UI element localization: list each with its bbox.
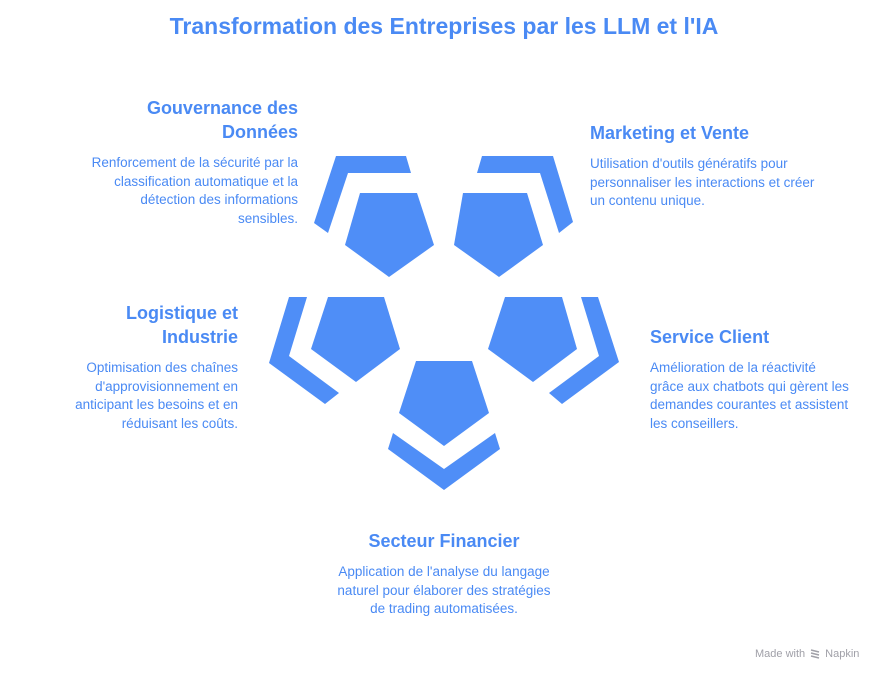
pentagon-marketing: [454, 193, 543, 277]
section-heading: Gouvernance des Données: [146, 98, 298, 142]
section-logistique: Logistique et Industrie Optimisation des…: [50, 301, 238, 433]
pentagon-service-client: [488, 297, 577, 382]
pentagon-logistique: [311, 297, 400, 382]
watermark-prefix: Made with: [755, 648, 806, 660]
section-service-client: Service Client Amélioration de la réacti…: [650, 325, 850, 433]
section-text: Utilisation d'outils génératifs pour per…: [590, 156, 815, 208]
section-text: Application de l'analyse du langage natu…: [337, 564, 551, 616]
page-title: Transformation des Entreprises par les L…: [169, 13, 719, 39]
section-gouvernance: Gouvernance des Données Renforcement de …: [80, 96, 298, 228]
section-heading: Service Client: [650, 327, 770, 347]
pentagon-finance: [399, 361, 489, 446]
watermark: Made with Napkin: [755, 648, 859, 660]
napkin-logo-icon: [810, 649, 820, 659]
section-text: Renforcement de la sécurité par la class…: [91, 155, 298, 226]
bracket-gouvernance: [314, 156, 411, 233]
section-heading: Marketing et Vente: [590, 123, 750, 143]
watermark-brand: Napkin: [825, 648, 860, 660]
bracket-logistique: [269, 297, 339, 404]
bracket-finance: [388, 433, 500, 490]
section-heading: Logistique et Industrie: [126, 303, 238, 347]
section-text: Optimisation des chaînes d'approvisionne…: [75, 360, 238, 431]
section-text: Amélioration de la réactivité grâce aux …: [650, 360, 849, 431]
section-heading: Secteur Financier: [368, 531, 520, 551]
bracket-marketing: [477, 156, 573, 233]
bracket-service-client: [549, 297, 619, 404]
section-finance: Secteur Financier Application de l'analy…: [334, 529, 554, 619]
section-marketing: Marketing et Vente Utilisation d'outils …: [590, 121, 830, 211]
pentagon-gouvernance: [345, 193, 434, 277]
